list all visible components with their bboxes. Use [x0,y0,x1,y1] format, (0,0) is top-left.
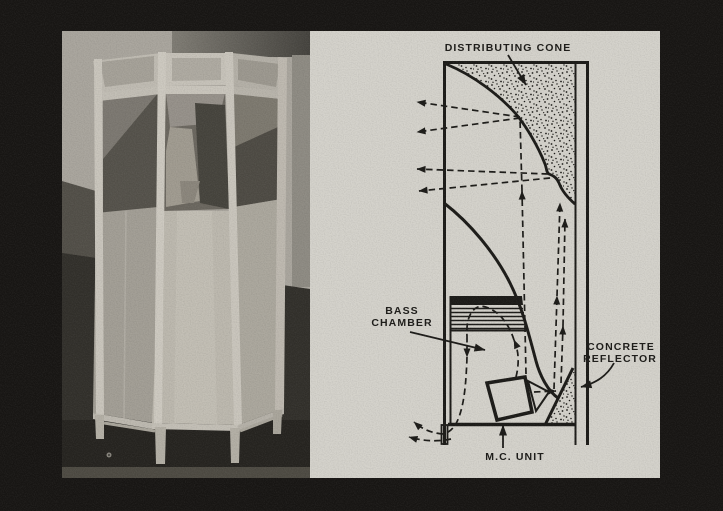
concrete-reflector-shape [543,367,576,426]
ray-up-to-cone [518,190,527,375]
ring-rail-center [165,86,228,94]
leg-1 [95,415,104,439]
lower-face-highlight [174,211,217,424]
photo-floor-strip [62,467,310,478]
diagram-panel: DISTRIBUTING CONE BASS CHAMBER CONCRETE … [310,31,660,478]
loudspeaker-photo [62,31,310,478]
leg-3 [230,428,240,463]
bass-path-arch [466,305,515,341]
label-concrete-reflector-line1: CONCRETE [587,341,655,353]
top-panel-center [172,58,221,81]
left-ray-2 [416,117,521,135]
left-ray-4 [418,177,551,194]
bass-label-arrow [409,331,486,352]
label-distributing-cone: DISTRIBUTING CONE [445,42,572,54]
cone-stipple-fill [446,64,576,204]
wall-ray-1a [553,295,561,390]
leg-4 [273,410,282,434]
upward-sound-ray-arrows [553,202,569,390]
mc-unit-shape [484,375,551,423]
distributing-cone-shape [445,62,576,206]
chamber-top-band [450,296,523,305]
wall-ray-1b [556,202,564,297]
wall-ray-2a [559,325,567,384]
floor-fitting-hole [108,454,110,456]
speaker-cabinet [93,52,287,464]
leg-2 [155,427,166,464]
label-bass-chamber-line2: CHAMBER [371,317,432,329]
label-concrete-reflector-line2: REFLECTOR [583,353,657,365]
loudspeaker-cross-section: DISTRIBUTING CONE BASS CHAMBER CONCRETE … [371,42,657,463]
ray-up-to-cone-2 [519,118,523,192]
left-ray-1 [416,99,521,118]
horn-shadow [195,103,229,209]
mc-unit-box [484,375,535,423]
left-ray-3 [416,165,549,175]
bass-path-lower [442,356,468,435]
bass-path-up [513,339,521,378]
photo-panel [62,31,310,478]
bass-exit-1 [413,421,444,435]
photo-wall-right [292,55,310,287]
wall-ray-2b [561,218,569,327]
label-bass-chamber-line1: BASS [385,305,419,317]
label-mc-unit: M.C. UNIT [485,451,544,463]
